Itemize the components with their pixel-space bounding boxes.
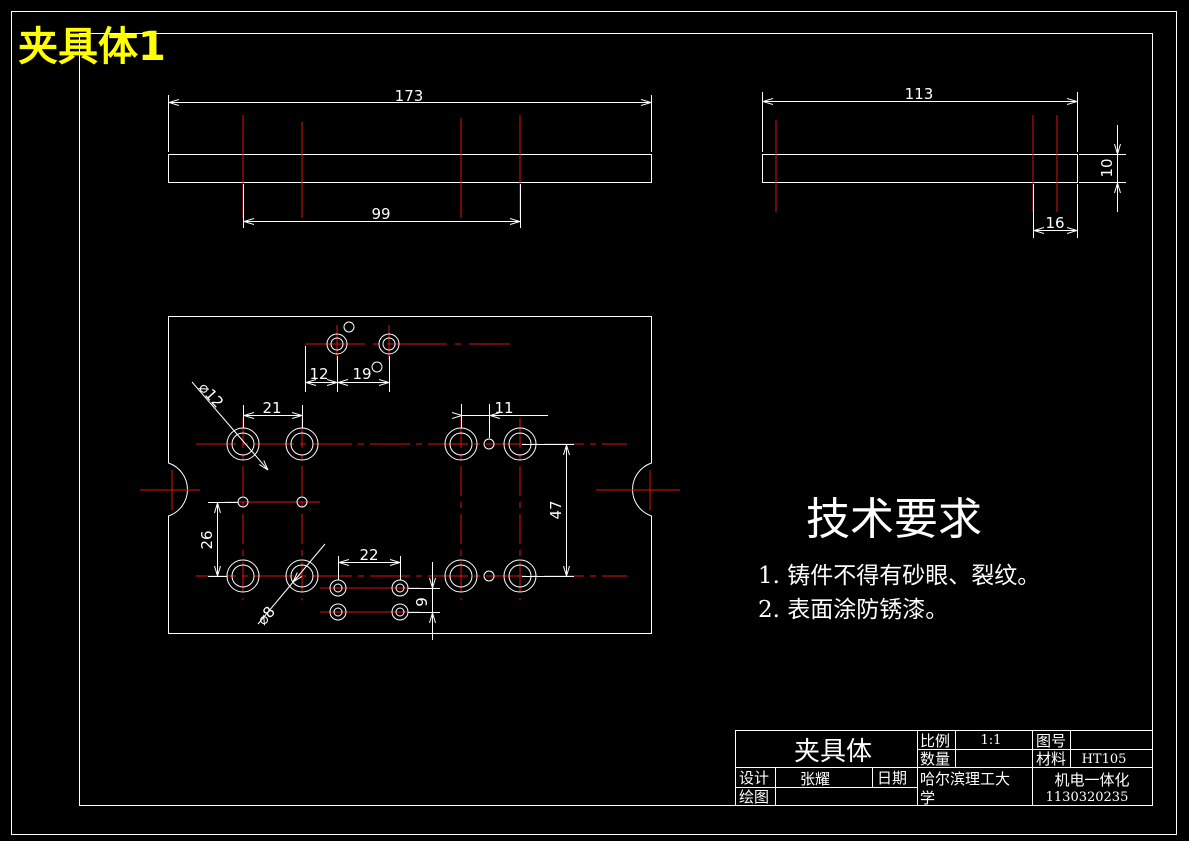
tb-school-line2: 学: [920, 789, 935, 807]
dim-11: 11: [494, 399, 513, 417]
tb-part-name: 夹具体: [794, 737, 872, 767]
requirement-item: 2. 表面涂防锈漆。: [758, 597, 948, 623]
outer-border: [11, 11, 1177, 835]
tb-drawn-label: 绘图: [739, 788, 769, 806]
inner-border: [79, 33, 1153, 806]
dim-dia-12: ⌀12: [195, 379, 227, 412]
dim-9: 9: [413, 597, 431, 607]
sheet-title: 夹具体1: [18, 24, 166, 70]
tb-material-value: HT105: [1082, 752, 1127, 767]
tb-designer: 张耀: [800, 770, 830, 788]
pin-hole: [371, 361, 383, 373]
counterbore-hole: [444, 559, 478, 593]
requirements-title: 技术要求: [806, 494, 982, 545]
plan-view-outline: [168, 316, 652, 634]
title-block: 夹具体 比例 1:1 图号 数量 材料 HT105 设计 张耀 日期 绘图 哈尔…: [735, 730, 1153, 807]
dim-173: 173: [395, 87, 424, 105]
top-view: 173 99: [168, 87, 652, 228]
tb-school: 哈尔滨理工大: [920, 770, 1010, 788]
tb-design-label: 设计: [739, 769, 769, 787]
tb-material-label: 材料: [1036, 750, 1066, 768]
dim-dia-8: ⌀8: [253, 603, 279, 629]
side-view: 113 10 16: [762, 85, 1126, 238]
top-view-outline: [168, 154, 652, 183]
side-view-outline: [762, 154, 1078, 183]
dim-99: 99: [371, 205, 390, 223]
dim-12: 12: [309, 365, 328, 383]
dim-19: 19: [352, 365, 371, 383]
dim-10: 10: [1098, 158, 1116, 177]
tb-scale-value: 1:1: [981, 733, 1002, 748]
tb-quantity-label: 数量: [920, 750, 950, 768]
dim-26: 26: [198, 530, 216, 549]
dim-113: 113: [905, 85, 934, 103]
tb-date-label: 日期: [877, 769, 907, 787]
plan-view: ⌀12 21 12 19 11 47 26 22: [140, 316, 680, 640]
dim-21: 21: [262, 399, 281, 417]
small-hole: [329, 603, 347, 621]
tb-major: 机电一体化: [1054, 771, 1129, 789]
small-hole: [378, 333, 400, 355]
pin-hole: [483, 570, 495, 582]
tb-scale-label: 比例: [920, 732, 950, 750]
requirement-item: 1. 铸件不得有砂眼、裂纹。: [758, 563, 1040, 589]
tb-drawing-no-label: 图号: [1036, 732, 1066, 750]
pin-hole: [296, 496, 308, 508]
dim-22: 22: [359, 546, 378, 564]
counterbore-hole: [285, 559, 319, 593]
pin-hole: [343, 321, 355, 333]
tb-student-id: 1130320235: [1046, 790, 1129, 805]
small-hole: [326, 333, 348, 355]
pin-hole: [483, 438, 495, 450]
dim-16: 16: [1045, 214, 1064, 232]
dim-47: 47: [547, 500, 565, 519]
technical-requirements: 技术要求 1. 铸件不得有砂眼、裂纹。 2. 表面涂防锈漆。: [758, 494, 1040, 623]
